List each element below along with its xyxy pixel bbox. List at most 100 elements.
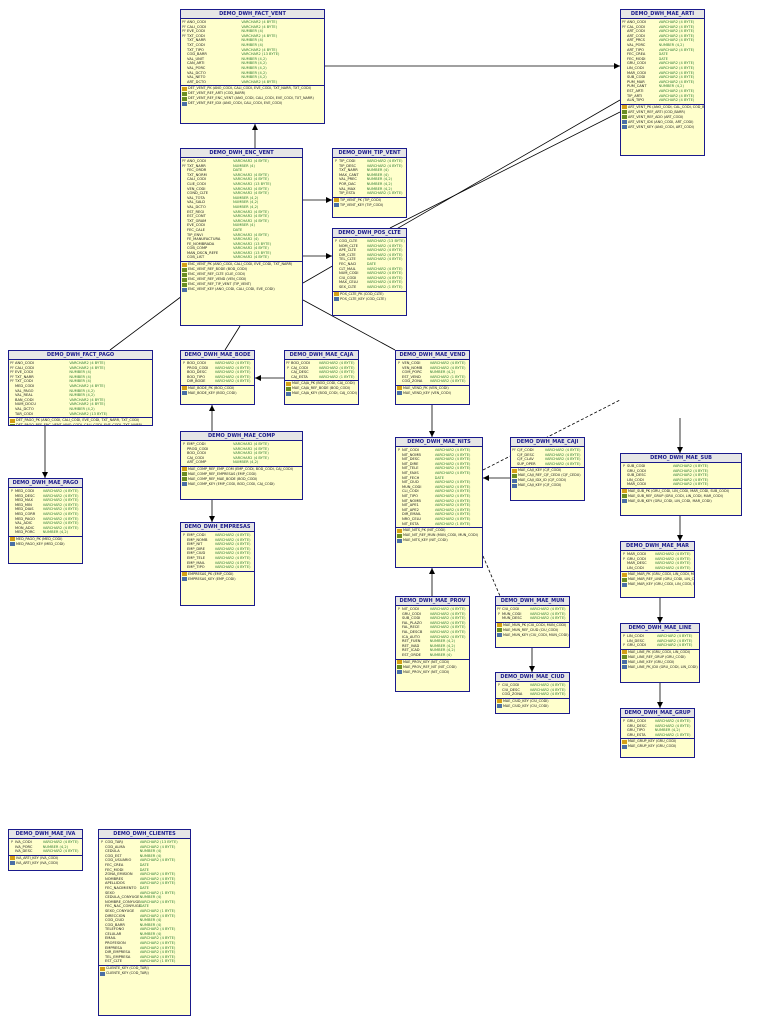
constraint-row: DET_VENT_REF_IDX (ANO_CODI, CALI_CODI, E… [181,101,324,106]
column-type: VARCHAR2 (4 BYTE) [654,561,691,566]
column-name: EVE_CODI [15,370,33,375]
column-key-marker: PF [9,374,15,379]
foreign-key-icon [622,494,627,499]
divider [181,465,302,467]
column-type: VARCHAR2 (4 BYTE) [139,844,176,849]
constraint-row: IVA_ARTI_KEY (IVA_CODI) [9,856,82,861]
column-type: VARCHAR2 (4 BYTE) [529,607,566,611]
column-type: VARCHAR2 (4 BYTE) [214,379,251,384]
column-type: VARCHAR2 (4 BYTE) [139,872,176,877]
constraint-name: MAE_MUN_PK (CIU_CODI, MUN_CODI) [503,622,567,627]
constraint-row: MED_PAGO_PK (MED_CODI) [9,537,82,542]
column-type: DATE [139,904,149,909]
column-name: COB_COMP [187,246,208,251]
column-name: CLIE_CODI [187,181,206,186]
column-name: TXT_CODI [187,42,205,47]
column-type: VARCHAR2 (4 BYTE) [658,24,695,29]
column-name: NIT_DESC [402,457,420,462]
column-type: VARCHAR2 (4 BYTE) [69,402,106,407]
column-type: VARCHAR2 (4 BYTE) [366,266,403,271]
divider [285,380,358,382]
column-type: VARCHAR2 (4 BYTE) [544,448,581,452]
constraint-row: MAE_GRUP_KEY (GRU_CODI) [621,739,694,744]
column-type: VARCHAR2 (4 BYTE) [434,503,471,508]
column-type: VARCHAR2 (4 BYTE) [429,620,466,625]
constraint-name: ENC_VENT_REF_BODE (BOD_CODI) [188,267,247,272]
column-name: COD_TARJ [105,840,123,844]
column-name: TXT_NARR [15,374,34,379]
arrowhead [677,447,683,453]
column-type: VARCHAR2 (4 BYTE) [214,370,251,375]
column-type: VARCHAR2 (4 BYTE) [658,29,695,34]
column-name: VAL_TOTA [187,195,205,200]
constraint-row: MAE_CAJA_PK (BOD_CODI, CAJ_CODI) [285,381,358,386]
column-name: ART_PRCS [627,38,645,43]
column-type: VARCHAR2 (4 BYTE) [672,482,709,487]
primary-key-icon [10,856,15,861]
constraint-name: ENC_VENT_REF_TIP_VENT (TIP_VENT) [188,282,252,287]
column-name: NOM_CLTE [339,243,358,248]
column-type: VARCHAR2 (4 BYTE) [42,849,79,854]
column-name: NOMBRES [105,876,124,881]
constraint-name: MAE_GRUP_KEY (GRU_CODI) [628,739,677,744]
column-type: VARCHAR2 (4 BYTE) [232,455,269,460]
column-type: VARCHAR2 (4 BYTE) [544,452,581,457]
column-type: VARCHAR2 (13 BYTE) [232,250,272,255]
constraint-name: DET_VENT_REF_IDX (ANO_CODI, CALI_CODI, E… [188,101,283,106]
column-name: MED_PAGO [15,516,35,521]
column-name: LIN_CODI [627,565,644,570]
constraint-name: MAE_VEND_KEY (VEN_CODI) [403,390,451,395]
column-name: VAL_DCTO [15,406,34,411]
column-type: NUMBER (4,2) [366,181,393,186]
column-name: COD_BARR [187,52,207,57]
column-name: EMPRESA [105,945,123,950]
column-type: VARCHAR2 (4 BYTE) [529,683,566,687]
column-type: VARCHAR2 (4 BYTE) [429,616,466,621]
column-name: APELLIDOS [105,881,125,886]
column-type: DATE [139,862,149,867]
column-type: VARCHAR2 (4 BYTE) [429,361,466,365]
column-name: VAL_MAX [339,186,356,191]
constraint-name: MAE_MAR_PK (GRU_CODI, LIN_CODI, MAR_CODI… [628,572,694,577]
column-type: VARCHAR2 (4 BYTE) [241,20,278,24]
column-type: NUMBER (4) [241,38,264,43]
